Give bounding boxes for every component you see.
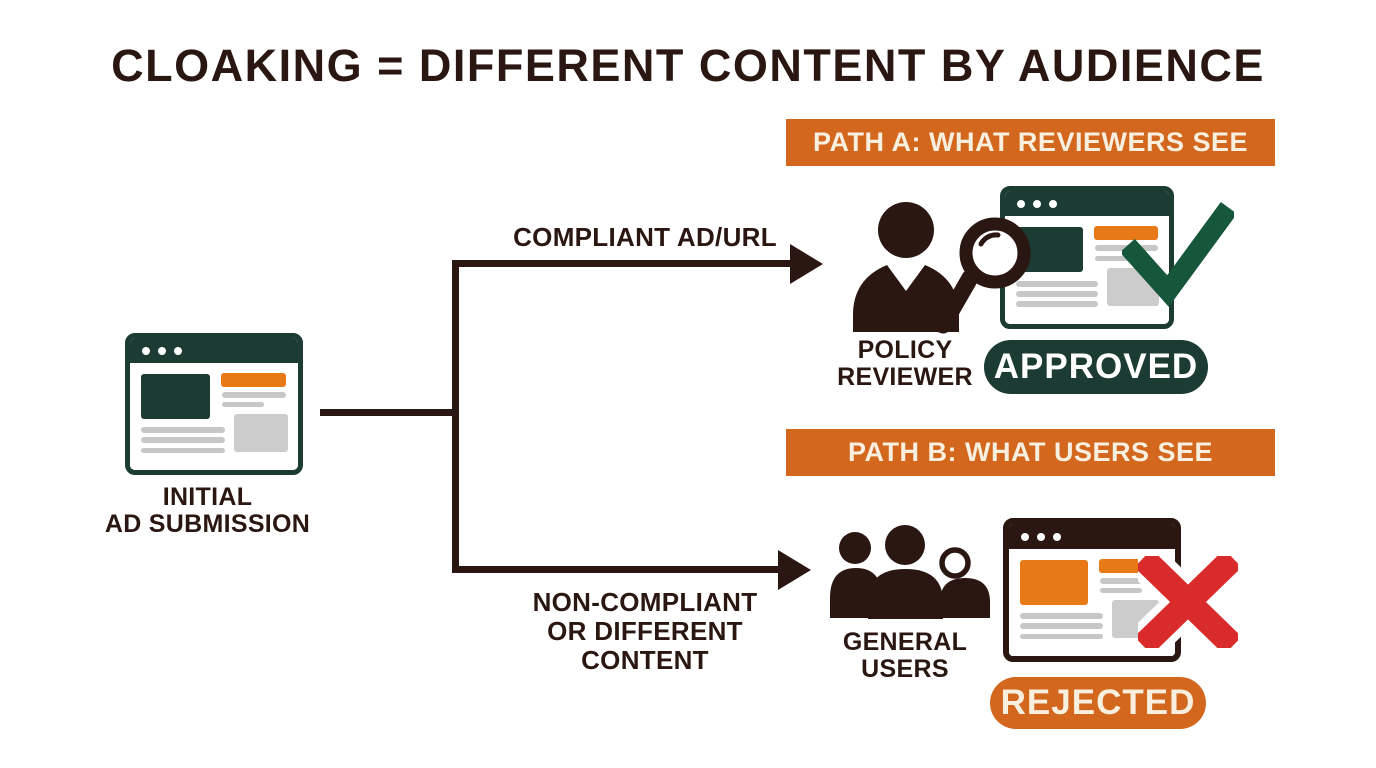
path-b-arrow-label-line1: NON-COMPLIANT [532,587,758,617]
browser-dot-icon [1037,532,1045,541]
initial-label-line1: INITIAL [162,483,253,511]
ad-image-block [1019,559,1088,605]
ad-headline-bar [1093,225,1158,240]
path-b-arrow-label-line2: OR DIFFERENT [547,616,743,646]
browser-dot-icon [158,346,166,355]
path-b-arrow-label-line3: CONTENT [581,645,709,675]
magnifier-handle [934,269,979,334]
initial-node-label: INITIAL AD SUBMISSION [60,484,355,538]
initial-ad-browser-icon [125,333,303,475]
text-line [140,447,225,454]
user-body [868,569,943,619]
browser-dot-icon [1053,532,1061,541]
user-head [885,525,925,565]
text-line [222,391,287,398]
browser-dot-icon [1017,199,1025,208]
browser-header [1009,524,1175,550]
rejected-badge: REJECTED [990,677,1206,729]
browser-dot-icon [1033,199,1041,208]
path-a-banner: PATH A: WHAT REVIEWERS SEE [786,119,1275,166]
page-title: CLOAKING = DIFFERENT CONTENT BY AUDIENCE [111,40,1265,91]
connector-path-a-line [452,260,792,267]
browser-header [130,338,298,364]
text-line [1015,280,1098,287]
path-b-arrow-label: NON-COMPLIANT OR DIFFERENT CONTENT [487,588,803,675]
general-users-label: GENERAL USERS [818,629,992,683]
text-line [140,427,225,434]
connector-initial-stub [320,409,452,416]
connector-branch-vertical [452,260,459,573]
text-line [1095,255,1137,261]
ad-headline-bar [220,372,287,387]
text-line [222,402,265,408]
user-body [940,578,990,618]
policy-reviewer-with-magnifier-icon [853,202,1031,334]
initial-label-line2: AD SUBMISSION [104,510,311,538]
policy-reviewer-label-line2: REVIEWER [837,363,973,391]
policy-reviewer-label: POLICY REVIEWER [818,337,992,391]
user-head-outline [939,547,971,579]
person-head [878,202,934,258]
path-a-arrow-label: COMPLIANT AD/URL [513,222,777,252]
general-users-label-line1: GENERAL [842,628,968,656]
general-users-group-icon [830,525,990,619]
person-body [853,265,959,332]
path-b-banner: PATH B: WHAT USERS SEE [786,429,1275,476]
browser-header [1005,191,1169,217]
connector-path-b-line [452,566,780,573]
approved-checkmark-icon [1122,202,1234,307]
browser-dot-icon [142,346,150,355]
browser-body [130,363,298,470]
text-line [1100,588,1142,594]
path-a-arrowhead-icon [790,243,823,284]
ad-image-block [140,373,210,419]
path-b-arrowhead-icon [778,549,811,590]
magnifier-lens [959,217,1031,289]
text-line [1019,613,1103,620]
text-line [1019,633,1103,640]
text-line [1019,623,1103,630]
text-line [1100,577,1164,584]
content-block [234,414,288,452]
magnifier-glare [978,232,1001,247]
user-head [839,532,871,564]
approved-badge: APPROVED [984,340,1208,394]
text-line [140,437,225,444]
general-users-label-line2: USERS [861,655,949,683]
browser-dot-icon [1049,199,1057,208]
text-line [1015,291,1098,298]
browser-dot-icon [174,346,182,355]
rejected-x-icon [1138,556,1238,648]
browser-dot-icon [1021,532,1029,541]
policy-reviewer-label-line1: POLICY [857,336,953,364]
text-line [1015,301,1098,308]
